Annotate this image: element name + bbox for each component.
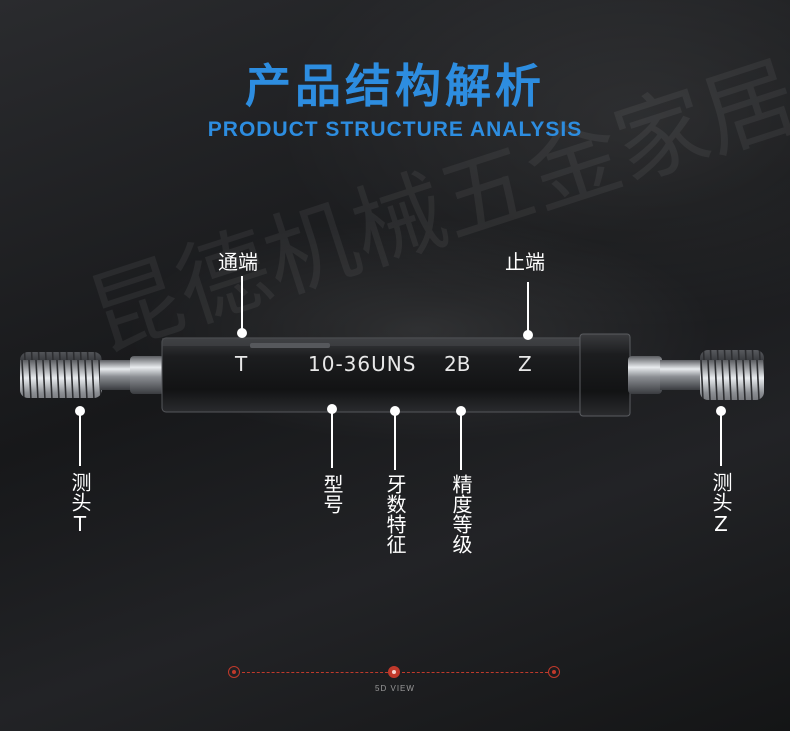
callout-precision-grade: 精度等级 bbox=[449, 474, 473, 554]
callout-go-end: 通端 bbox=[218, 250, 258, 274]
callout-thread-feature-dot bbox=[390, 406, 400, 416]
view-indicator-left-dot bbox=[228, 666, 240, 678]
page-subtitle: PRODUCT STRUCTURE ANALYSIS bbox=[207, 118, 583, 141]
view-indicator bbox=[226, 666, 566, 680]
callout-thread-feature-line bbox=[394, 414, 396, 470]
callout-model-dot bbox=[327, 404, 337, 414]
callout-probe-t-line bbox=[79, 414, 81, 466]
probe-t-thread bbox=[20, 352, 164, 398]
callout-nogo-end-dot bbox=[523, 330, 533, 340]
page-title: 产品结构解析 bbox=[245, 59, 545, 113]
view-label: 5D VIEW bbox=[375, 684, 415, 693]
handle-mark-t: T bbox=[235, 352, 248, 376]
view-indicator-right-dot bbox=[548, 666, 560, 678]
callout-precision-grade-dot bbox=[456, 406, 466, 416]
callout-go-end-dot bbox=[237, 328, 247, 338]
callout-precision-grade-line bbox=[460, 414, 462, 470]
handle-mark-grade: 2B bbox=[444, 352, 471, 376]
callout-go-end-line bbox=[241, 276, 243, 330]
view-indicator-line-left bbox=[242, 672, 388, 673]
callout-nogo-end-line bbox=[527, 282, 529, 332]
handle-mark-model: 10-36UNS bbox=[308, 352, 417, 376]
view-indicator-line-right bbox=[402, 672, 548, 673]
callout-nogo-end: 止端 bbox=[505, 250, 545, 274]
callout-model-line bbox=[331, 412, 333, 468]
callout-probe-z: 测头Z bbox=[709, 472, 733, 536]
handle-mark-z: Z bbox=[518, 352, 532, 376]
callout-probe-t: 测头T bbox=[68, 472, 92, 536]
callout-probe-z-line bbox=[720, 414, 722, 466]
view-indicator-center-dot bbox=[388, 666, 400, 678]
gauge-handle bbox=[161, 333, 631, 417]
callout-probe-z-dot bbox=[716, 406, 726, 416]
probe-z-thread bbox=[628, 350, 764, 400]
callout-thread-feature: 牙数特征 bbox=[383, 474, 407, 554]
callout-probe-t-dot bbox=[75, 406, 85, 416]
callout-model: 型号 bbox=[320, 474, 344, 514]
